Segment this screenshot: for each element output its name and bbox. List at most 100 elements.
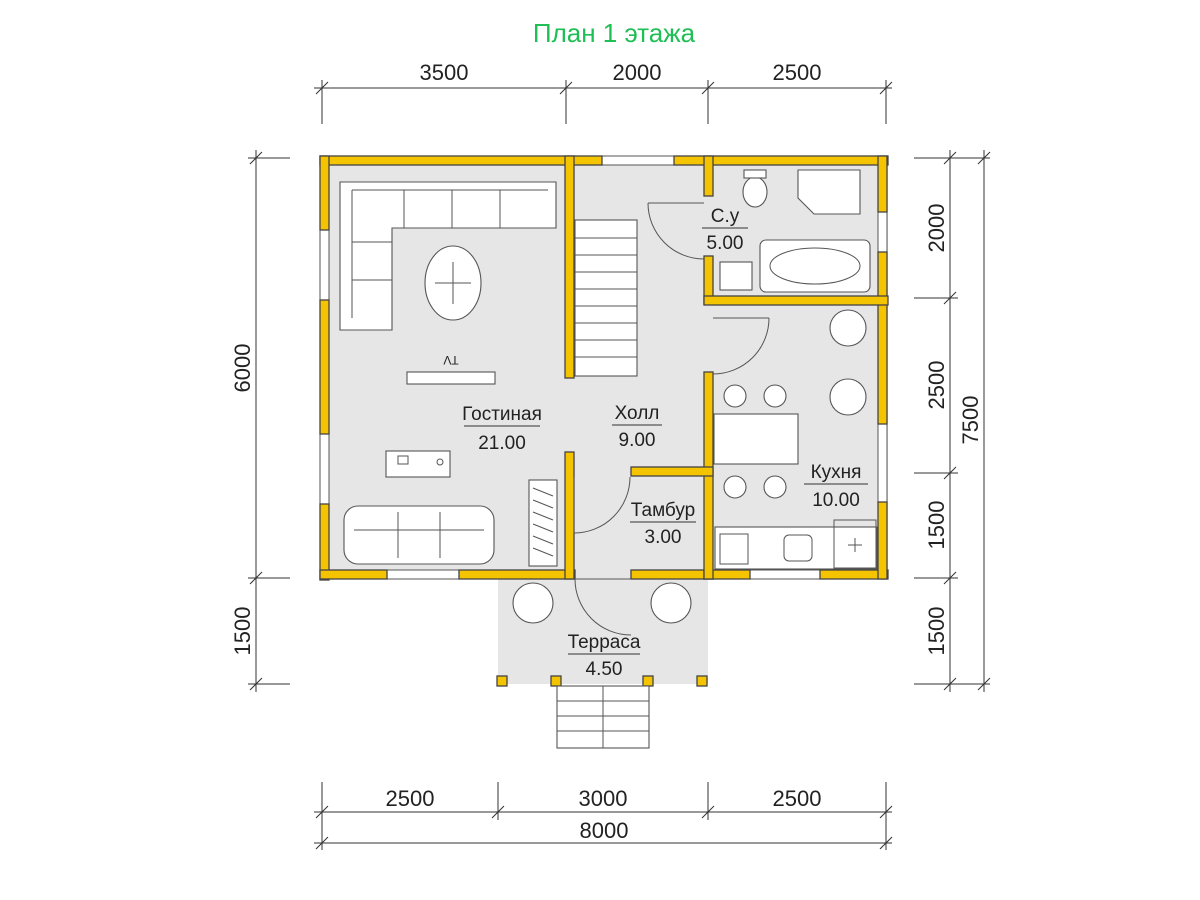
tv-stand [406,371,496,385]
post [696,675,708,687]
dim-ticks [977,151,991,691]
dim-ticks [315,81,893,95]
door-kitchen [712,317,770,375]
terrace-armchair [650,582,692,624]
chair [763,384,787,408]
plan-title: План 1 этажа [533,18,696,48]
wall [319,155,330,231]
tv-label: TV [443,353,458,367]
dim-right-2: 2500 [924,361,949,410]
window [877,211,888,253]
toilet [742,176,768,208]
dim-top-3: 2500 [773,60,822,85]
wall [630,569,714,580]
toilet-tank [743,169,767,179]
wall [630,466,714,477]
dim-right-3: 1500 [924,501,949,550]
dimension-lines [248,80,991,850]
bathtub-inner [769,247,861,285]
wall [819,569,889,580]
dim-top-2: 2000 [613,60,662,85]
room-area-bathroom: 5.00 [707,233,744,254]
dim-bottom-2: 3000 [579,786,628,811]
fridge [719,533,749,565]
door-vestibule [573,476,631,534]
doors [573,202,770,636]
corner-sofa [339,181,557,331]
room-name-living: Гостиная [462,404,542,425]
room-area-living: 21.00 [478,433,526,454]
stove [833,519,877,569]
dim-right-4: 1500 [924,607,949,656]
sofa-cushions [351,189,548,318]
mouse [436,458,444,466]
dim-left-1: 6000 [230,344,255,393]
dining-table [713,413,799,465]
post [550,675,562,687]
bathtub [759,239,871,293]
bathroom-sink [719,261,753,291]
dim-right-1: 2000 [924,204,949,253]
coffee-table-detail [435,262,471,304]
post [496,675,508,687]
wall [319,155,603,166]
door-bathroom [647,202,705,260]
chair [763,475,787,499]
staircase [574,219,638,377]
dim-right-total: 7500 [958,396,983,445]
desk [385,450,451,478]
wall [319,503,330,581]
window [877,423,888,503]
window [386,569,460,580]
window [601,155,675,166]
walls [319,155,889,581]
dim-left-2: 1500 [230,607,255,656]
sofa-seats [354,512,484,558]
dim-bottom-1: 2500 [386,786,435,811]
post [642,675,654,687]
wall [564,451,575,580]
armchair [829,309,867,347]
room-labels: Гостиная 21.00 Холл 9.00 С.у 5.00 Кухня … [462,206,868,680]
wall [703,155,714,197]
kitchen-sink [783,534,813,562]
window [319,433,330,505]
dim-ticks [315,805,893,819]
wall [877,501,888,580]
room-name-hall: Холл [615,403,660,424]
chair [723,475,747,499]
chair [723,384,747,408]
shower-tray [797,169,861,215]
dim-bottom-3: 2500 [773,786,822,811]
wall [319,299,330,435]
wall [703,295,889,306]
room-area-vestibule: 3.00 [645,527,682,548]
room-name-kitchen: Кухня [811,462,862,483]
window [319,229,330,301]
kitchen-counter [714,526,878,570]
wall [458,569,576,580]
wall [877,251,888,425]
window [749,569,821,580]
step-lines [557,686,649,748]
wall [673,155,889,166]
armchair [829,378,867,416]
room-name-vestibule: Тамбур [631,500,696,521]
room-area-hall: 9.00 [619,430,656,451]
dim-bottom-total: 8000 [580,818,629,843]
dim-ticks [249,151,263,691]
dim-ticks [943,151,957,691]
wall [564,155,575,379]
stair-steps [575,237,637,358]
dim-ticks [315,836,893,850]
wall [319,569,388,580]
dimension-labels: 3500 2000 2500 2500 3000 2500 8000 6000 … [230,60,983,843]
sofa [343,505,495,565]
dim-top-1: 3500 [420,60,469,85]
stove-burner [848,538,862,552]
room-name-bathroom: С.у [711,206,740,227]
room-area-terrace: 4.50 [586,659,623,680]
room-name-terrace: Терраса [568,632,641,653]
furniture: TV [339,169,878,749]
